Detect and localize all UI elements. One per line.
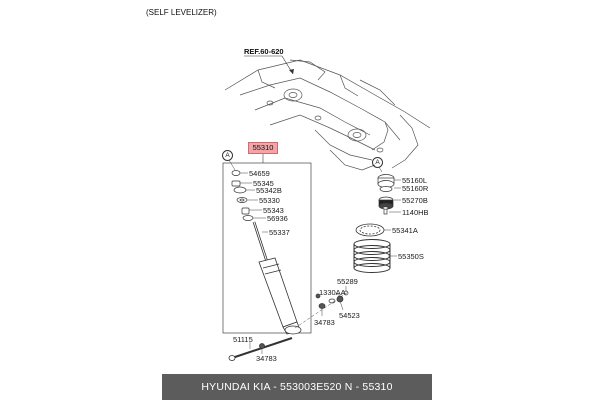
part-label-56936[interactable]: 56936 [267,214,288,223]
main-part-highlight [248,142,278,154]
callout-a-right: A [372,157,383,168]
vehicle-frame [224,59,431,171]
part-label-55289[interactable]: 55289 [337,277,358,286]
part-label-55160l[interactable]: 55160L [402,176,428,185]
part-label-51115[interactable]: 51115 [233,335,253,344]
part-label-54523[interactable]: 54523 [339,311,360,320]
part-label-55350s[interactable]: 55350S [398,252,424,261]
part-label-55343[interactable]: 55343 [263,206,284,215]
upper-mount-parts [231,170,254,221]
coil-spring [353,239,391,273]
part-label-55337[interactable]: 55337 [269,228,290,237]
diagram-subtitle: (SELF LEVELIZER) [146,8,217,17]
ref-arrow [289,69,294,74]
part-label-55330[interactable]: 55330 [259,196,280,205]
part-label-55342b[interactable]: 55342B [256,186,282,195]
lower-leaders [321,286,347,316]
lower-bolt [228,337,293,361]
part-label-1330aa[interactable]: 1330AA [319,288,346,297]
part-label-55160r[interactable]: 55160R [402,184,429,193]
callout-a-left-leader [228,159,236,171]
callout-a-left: A [222,150,233,161]
lower-fasteners [315,290,349,309]
part-label-55270b[interactable]: 55270B [402,196,428,205]
part-label-54659[interactable]: 54659 [249,169,270,178]
callout-a-right-leader [378,166,383,173]
bolt-axis-line [294,291,349,329]
shock-absorber [252,221,302,335]
part-label-1140hb[interactable]: 1140HB [402,208,429,217]
bolt-leaders [249,342,263,354]
footer-bar [162,374,432,400]
part-label-55345[interactable]: 55345 [253,179,274,188]
shock-absorber-group-box [222,162,312,334]
left-leaders [240,172,268,233]
upper-spring-seat-parts [377,174,395,215]
part-label-34783-lower[interactable]: 34783 [256,354,277,363]
footer-part-info: HYUNDAI KIA - 553003E520 N - 55310 [201,381,393,393]
main-part-number[interactable]: 55310 [252,143,274,152]
reference-label: REF.60-620 [244,47,284,56]
spring-pad [355,223,385,237]
part-label-55341a[interactable]: 55341A [392,226,418,235]
part-label-34783-upper[interactable]: 34783 [314,318,335,327]
